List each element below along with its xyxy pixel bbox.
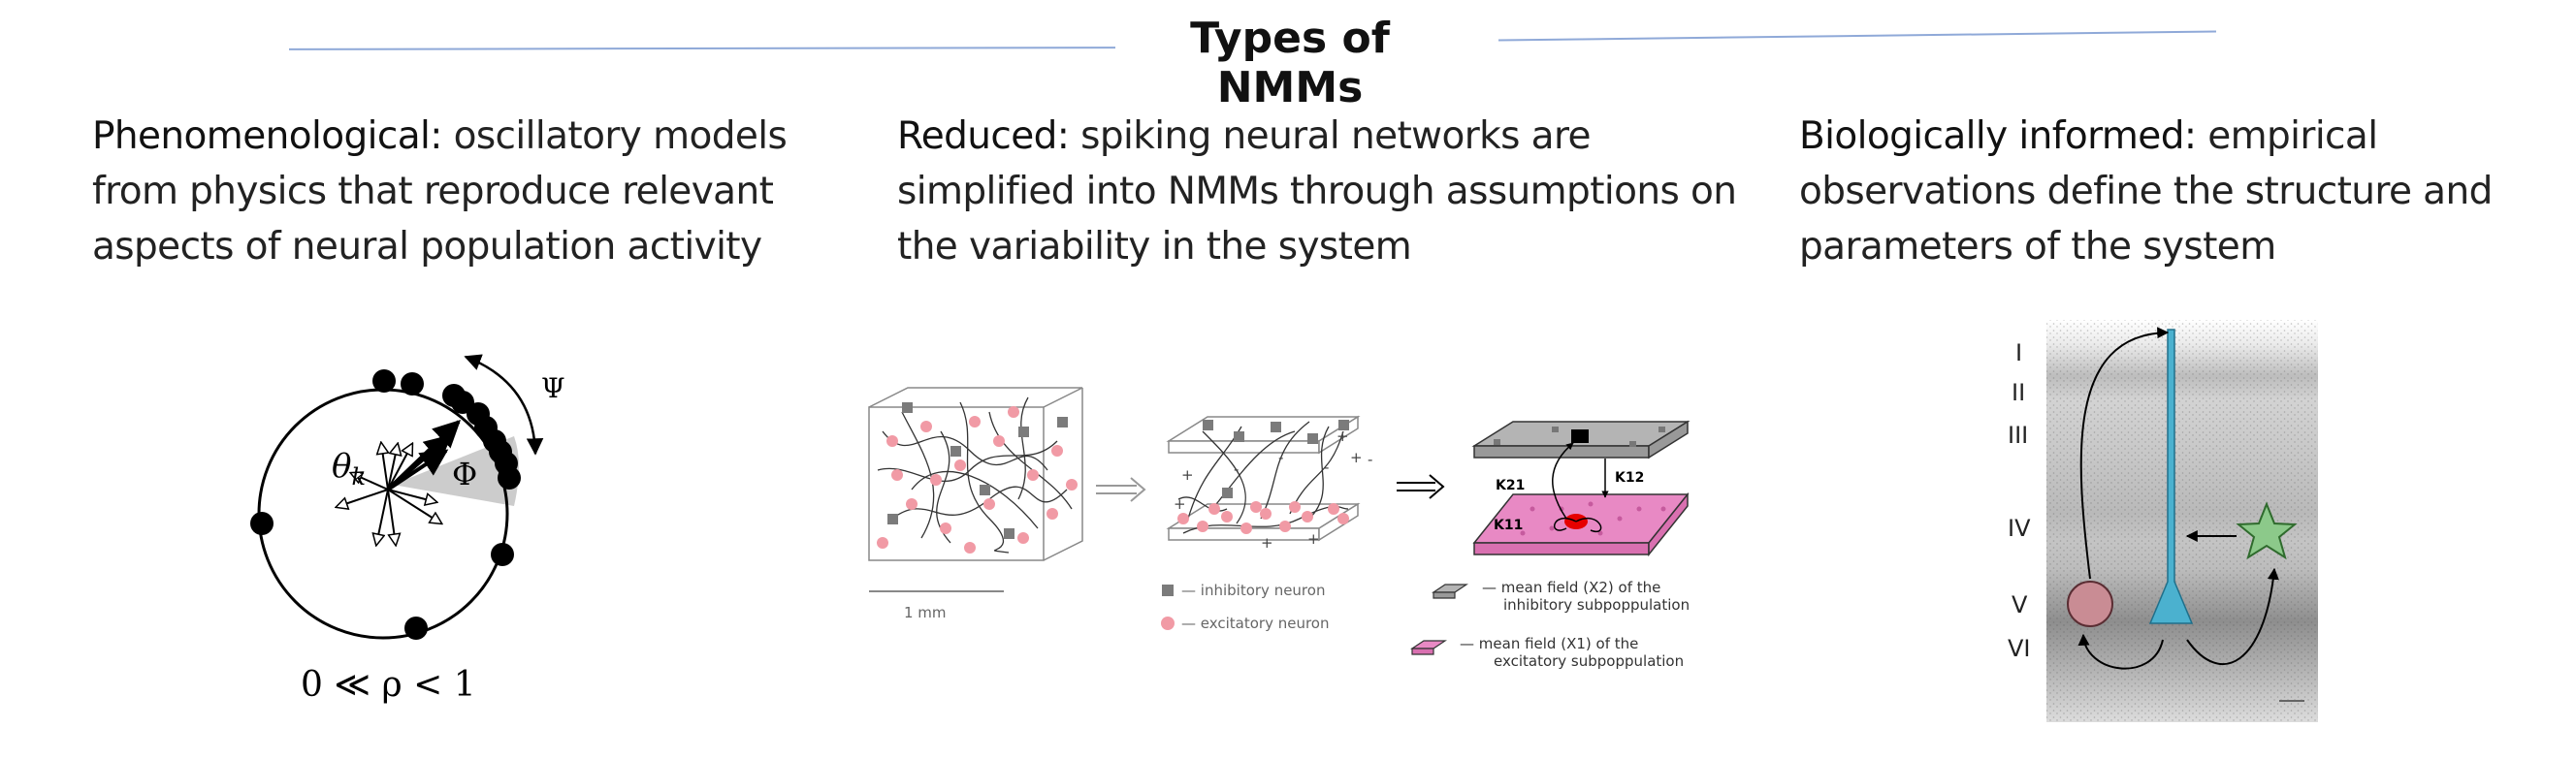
mean-field-inhibitory-slab — [1471, 420, 1690, 459]
svg-text:+: + — [1307, 530, 1320, 548]
reduction-arrow-2 — [1397, 474, 1445, 499]
psi-label: Ψ — [541, 372, 565, 404]
reduced-figure: 1 mm +-- -++ +++ - — [868, 387, 1690, 670]
layer-label-vi: VI — [2008, 635, 2031, 662]
condition-label: 0 ≪ ρ < 1 — [301, 665, 476, 705]
order-parameter-arrows — [386, 420, 462, 491]
layer-label-i: I — [2015, 339, 2022, 366]
svg-text:-: - — [1324, 459, 1329, 476]
k11-label: K11 — [1494, 518, 1523, 533]
layer-label-ii: II — [2012, 379, 2025, 406]
two-slab-connections — [1177, 421, 1349, 534]
legend-mean-field-inhibitory-line1: — mean field (X2) of the — [1482, 579, 1660, 596]
coupling-arrows — [1552, 442, 1609, 533]
arrow-inhibitory-to-top — [2079, 327, 2170, 580]
biologically-informed-text: Biologically informed: empirical observa… — [1799, 109, 2527, 274]
two-slab-signs: +-- -++ +++ - — [1174, 428, 1372, 552]
legend-mean-field-inhibitory-marker — [1432, 584, 1468, 599]
svg-text:+: + — [1261, 534, 1273, 552]
svg-text:+: + — [1174, 495, 1186, 513]
page-title: Types of NMMs — [1190, 14, 1390, 112]
two-slab-network — [1166, 415, 1361, 542]
reduction-arrow-1 — [1096, 477, 1146, 502]
phi-label: Φ — [452, 456, 477, 492]
svg-text:+: + — [1350, 449, 1363, 466]
mean-field-excitatory-slab — [1472, 491, 1690, 557]
reduced-heading: Reduced: — [897, 114, 1070, 158]
legend-inhibitory-marker — [1162, 585, 1174, 596]
svg-text:-: - — [1368, 451, 1372, 468]
two-slab-inhibitory-neurons — [1203, 420, 1349, 498]
inhibitory-cell — [2067, 581, 2113, 627]
scale-label: 1 mm — [904, 604, 947, 621]
psi-arrow — [464, 354, 544, 456]
two-slab-excitatory-neurons — [1177, 501, 1349, 534]
phenomenological-heading: Phenomenological: — [92, 114, 442, 158]
phenomenological-text: Phenomenological: oscillatory models fro… — [92, 109, 849, 274]
layer-label-v: V — [2012, 591, 2028, 618]
title-line-right — [1498, 30, 2216, 42]
theta-label: θk — [332, 447, 366, 491]
phase-arrows — [337, 443, 441, 545]
arrow-pyramidal-to-inhibitory — [2077, 633, 2164, 670]
layer-label-iv: IV — [2008, 515, 2031, 542]
reduced-text: Reduced: spiking neural networks are sim… — [897, 109, 1760, 274]
network-cube — [868, 387, 1083, 561]
phenomenological-description: oscillatory models from physics that rep… — [92, 114, 788, 269]
biologically-informed-description: empirical observations define the struct… — [1799, 114, 2493, 269]
biologically-informed-figure: I II III IV V VI — [2008, 320, 2318, 722]
legend-excitatory-marker — [1161, 617, 1175, 630]
legend-inhibitory-label: — inhibitory neuron — [1181, 582, 1325, 599]
cortex-speckle — [2046, 320, 2318, 722]
layer-label-iii: III — [2008, 422, 2028, 449]
network-connections — [877, 396, 1073, 554]
network-excitatory-neurons — [877, 406, 1078, 554]
phenomenological-figure: θk Φ Ψ 0 ≪ ρ < 1 — [250, 354, 565, 705]
legend-mean-field-excitatory-line2: excitatory subpoppulation — [1494, 652, 1684, 670]
biologically-informed-heading: Biologically informed: — [1799, 114, 2197, 158]
legend-mean-field-excitatory-marker — [1410, 640, 1447, 655]
legend-mean-field-excitatory-line1: — mean field (X1) of the — [1460, 635, 1638, 652]
layer-labels: I II III IV V VI — [2008, 339, 2031, 662]
svg-text:+: + — [1336, 428, 1349, 445]
legend-mean-field-inhibitory-line2: inhibitory subpoppulation — [1503, 596, 1690, 614]
k12-label: K12 — [1615, 470, 1644, 486]
pyramidal-cell — [2148, 329, 2194, 624]
arrow-pyramidal-to-stellate — [2186, 567, 2279, 666]
stellate-cell — [2236, 501, 2298, 560]
title-line-left — [288, 47, 1116, 50]
svg-text:-: - — [1278, 449, 1283, 466]
svg-text:+: + — [1181, 466, 1194, 484]
network-inhibitory-neurons — [887, 402, 1068, 539]
reduced-description: spiking neural networks are simplified i… — [897, 114, 1737, 269]
k21-label: K21 — [1496, 478, 1525, 493]
svg-text:-: - — [1234, 460, 1239, 478]
legend-excitatory-label: — excitatory neuron — [1181, 615, 1329, 632]
